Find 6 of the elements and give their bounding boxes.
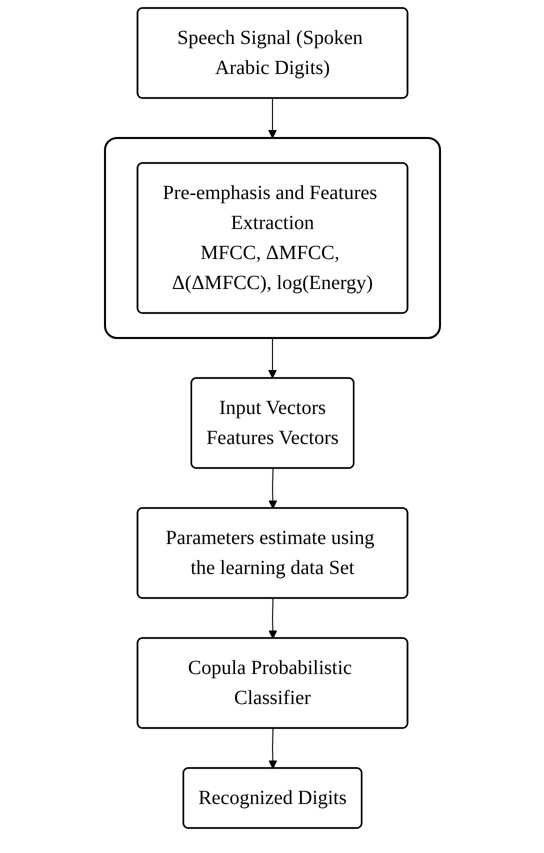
arrow [268,338,276,378]
arrow [268,598,277,639]
arrow [268,98,276,138]
arrow [268,468,277,509]
cluster [104,137,440,339]
arrow [268,728,277,769]
